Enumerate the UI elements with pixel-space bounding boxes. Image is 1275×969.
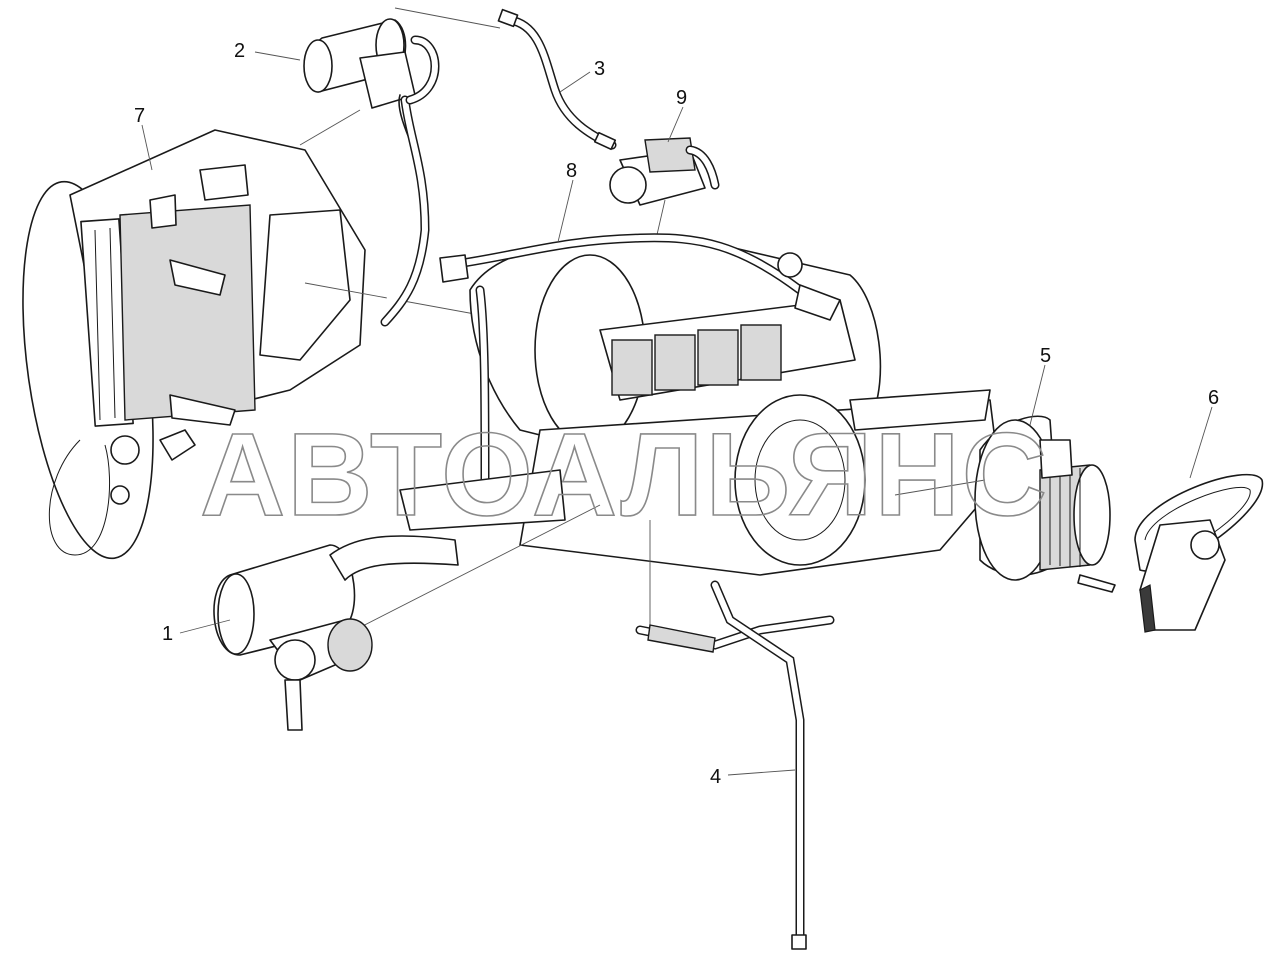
fan-drive-pulley (894, 415, 1116, 593)
callout-5: 5 (1040, 345, 1051, 367)
callout-2: 2 (234, 40, 245, 62)
watermark: АВТОАЛЬЯНС (200, 409, 1049, 541)
callout-6: 6 (1208, 387, 1219, 409)
engine-block (344, 233, 1001, 636)
receiver-tank (299, 7, 501, 327)
exhaust-muffler (213, 535, 459, 731)
callout-4: 4 (710, 766, 721, 788)
callout-3: 3 (594, 58, 605, 80)
callout-1: 1 (162, 623, 173, 645)
drain-pipe (635, 580, 835, 950)
callout-9: 9 (676, 87, 687, 109)
callout-leaders (141, 51, 1213, 776)
drive-belt-tensioner (1134, 474, 1263, 633)
callout-8: 8 (566, 160, 577, 182)
air-hose (497, 8, 617, 151)
air-compressor (609, 137, 720, 266)
callout-7: 7 (134, 105, 145, 127)
radiator-assembly (22, 129, 536, 560)
